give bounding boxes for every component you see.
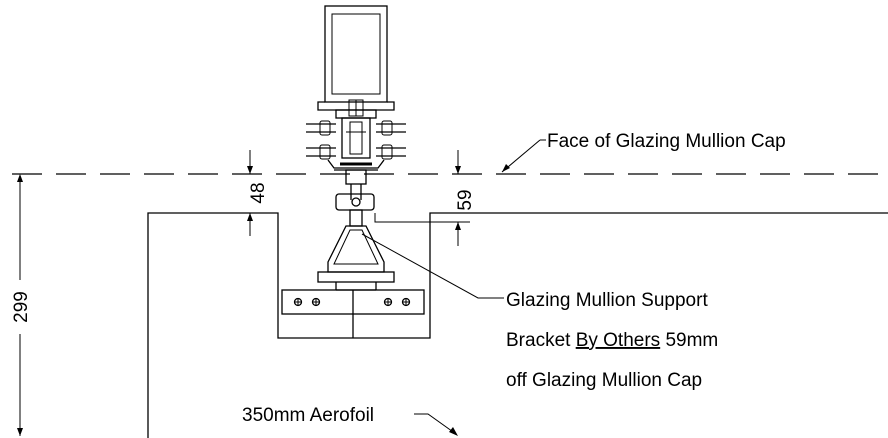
bracket-label-line1: Glazing Mullion Support xyxy=(506,290,708,311)
bracket-label-line2: Bracket By Others 59mm xyxy=(506,330,718,351)
bracket-label-by-others: By Others xyxy=(576,330,660,351)
aerofoil-outline xyxy=(147,212,888,438)
dimension-59: 59 xyxy=(430,150,476,246)
support-bracket xyxy=(317,169,395,291)
dimension-299: 299 xyxy=(11,174,32,436)
bracket-label-line2-pre: Bracket xyxy=(506,330,576,351)
bracket-label-line3: off Glazing Mullion Cap xyxy=(506,370,702,391)
bracket-label-line2-post: 59mm xyxy=(660,330,718,351)
aerofoil-label: 350mm Aerofoil xyxy=(242,405,374,426)
dimension-48: 48 xyxy=(240,150,269,236)
dimension-48-text: 48 xyxy=(248,182,269,203)
dimension-59-text: 59 xyxy=(455,189,476,210)
bolt-icon xyxy=(401,297,411,307)
aerofoil-leader: 350mm Aerofoil xyxy=(242,405,458,436)
glazing-mullion xyxy=(306,5,406,171)
bolt-icon xyxy=(383,297,393,307)
bracket-leader: Glazing Mullion Support Bracket By Other… xyxy=(361,233,718,391)
mullion-cap-leader: Face of Glazing Mullion Cap xyxy=(501,131,786,173)
dimension-299-text: 299 xyxy=(11,291,32,323)
bolt-icon xyxy=(311,297,321,307)
base-plate xyxy=(281,289,425,338)
mullion-cap-label: Face of Glazing Mullion Cap xyxy=(547,131,786,152)
bolt-icon xyxy=(293,297,303,307)
